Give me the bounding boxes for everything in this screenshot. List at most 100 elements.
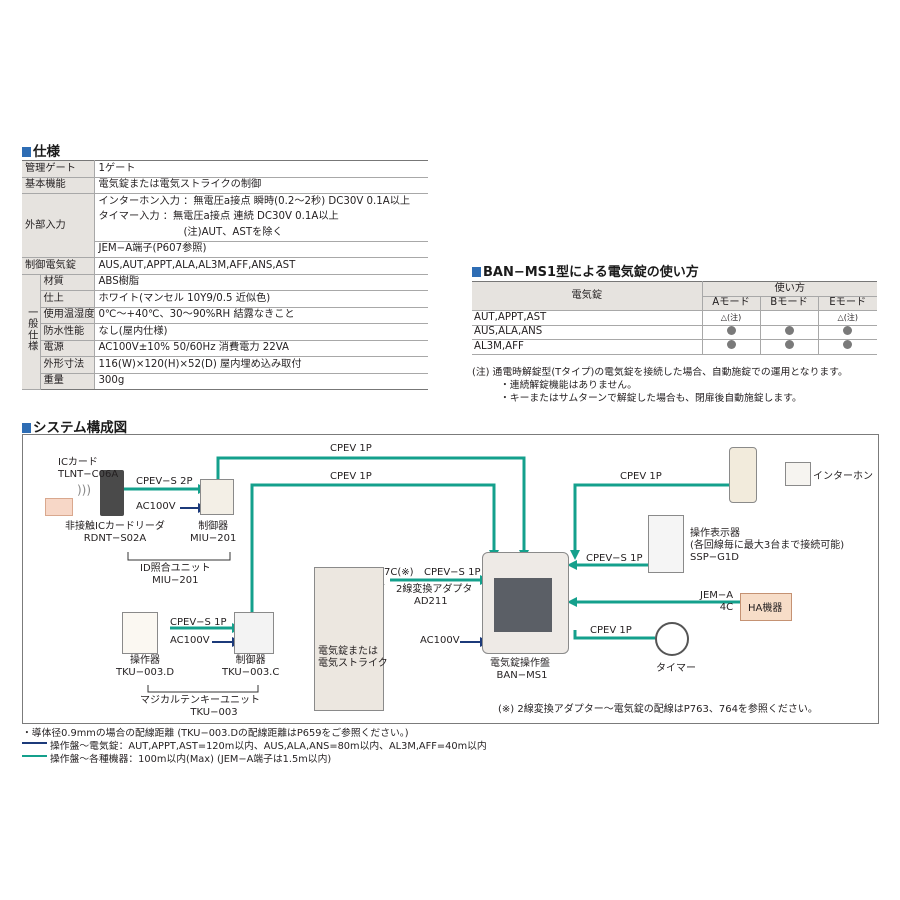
id-unit-bracket [127,552,231,561]
mode-cell: △(注) [701,310,760,326]
footer-note: 操作盤〜各種機器：100m以内(Max) (JEM−A端子は1.5m以内) [50,754,332,765]
square-bullet-icon [22,423,31,433]
wireless-signal-icon: ))) [77,483,92,497]
general-spec-label: 一般仕様 [22,274,41,390]
square-bullet-icon [22,147,31,157]
ic-card-icon [45,498,73,516]
spec-label: 仕上 [40,290,96,308]
arrow-head [567,560,577,570]
label-ac100v-1: AC100V [136,501,176,512]
label-cpev-s-key: CPEV−S 1P [170,617,227,628]
label-cpev-s-2p: CPEV−S 2P [136,476,193,487]
spec-title: 仕様 [22,140,60,160]
mode-a-header: Aモード [701,296,760,311]
spec-value: 300g [94,373,428,390]
label-display-panel: 操作表示器(各回線毎に最大3台まで接続可能)SSP−G1D [690,528,845,563]
label-cpev-timer: CPEV 1P [590,625,632,636]
spec-value: なし(屋内仕様) [94,323,428,341]
spec-value: ABS樹脂 [94,274,428,291]
spec-label: 防水性能 [40,323,96,341]
spec-value: ホワイト(マンセル 10Y9/0.5 近似色) [94,290,428,308]
spec-label: 使用温湿度 [40,307,96,324]
spec-label: 重量 [40,373,96,390]
intercom-handset-icon [729,447,757,503]
supported-dot-icon [784,340,794,350]
mode-e-header: Eモード [817,296,877,311]
label-cpev-right: CPEV 1P [620,471,662,482]
label-ha: HA機器 [748,603,783,614]
label-strike: 電気錠または電気ストライク [318,646,388,669]
spec-label: 電源 [40,340,96,357]
label-intercom: インターホン [813,471,873,482]
wire-intercom [573,483,729,552]
label-7c: 7C(※) [384,567,414,578]
mode-cell [817,339,877,355]
supported-dot-icon [726,340,736,350]
label-timer: タイマー [656,663,696,674]
spec-label: 外部入力 [22,193,96,258]
tenkey-controller-icon [234,612,274,654]
intercom-station-icon [785,462,811,486]
label-ac100v-2: AC100V [170,635,210,646]
wire-top [216,456,526,552]
arrow-head [567,597,577,607]
mode-cell [817,325,877,340]
label-cpev-mid: CPEV 1P [330,471,372,482]
ha-device-icon [740,593,792,621]
mode-cell [759,325,818,340]
lock-name: AUT,APPT,AST [472,310,702,326]
supported-dot-icon [843,325,853,335]
mode-b-header: Bモード [759,296,818,311]
mode-cell [701,339,760,355]
spec-value: 電気錠または電気ストライクの制御 [94,177,428,194]
spec-label: 制御電気錠 [22,257,96,275]
spec-value: 116(W)×120(H)×52(D) 屋内埋め込み取付 [94,356,428,374]
mode-cell: △(注) [817,310,877,326]
spec-label: 基本機能 [22,177,96,194]
mode-cell [759,310,818,326]
main-panel-face-icon [494,578,552,632]
lock-name: AL3M,AFF [472,339,702,355]
spec-label: 外形寸法 [40,356,96,374]
spec-label: 管理ゲート [22,160,96,178]
spec-value: AUS,AUT,APPT,ALA,AL3M,AFF,ANS,AST [94,257,428,275]
wire-mid [250,483,496,612]
card-reader-icon [100,470,124,516]
keypad-icon [122,612,158,654]
usage-title: BAN−MS1型による電気錠の使い方 [472,261,699,280]
supported-dot-icon [784,325,794,335]
supported-dot-icon [843,340,853,350]
footer-note: 操作盤〜電気錠：AUT,APPT,AST=120m以内、AUS,ALA,ANS=… [50,741,487,752]
wire-timer [573,630,655,640]
tenkey-bracket [147,685,259,693]
usage-note: (注) 通電時解錠型(Tタイプ)の電気錠を接続した場合、自動施錠での運用となりま… [472,367,848,378]
mode-cell [701,325,760,340]
controller-icon [200,479,234,515]
door-icon [314,567,384,711]
lock-name: AUS,ALA,ANS [472,325,702,340]
label-cpev-s-adapter: CPEV−S 1P [424,567,481,578]
spec-value: 1ゲート [94,160,428,178]
spec-label: 材質 [40,274,96,291]
label-cpev-top: CPEV 1P [330,443,372,454]
square-bullet-icon [472,267,481,277]
col-usage-header: 使い方 [701,281,877,297]
mode-cell [759,339,818,355]
spec-value: (注)AUT、ASTを除く [94,225,428,242]
system-diagram-frame [22,434,879,724]
timer-clock-icon [655,622,689,656]
display-panel-icon [648,515,684,573]
col-lock-header: 電気錠 [472,281,702,311]
